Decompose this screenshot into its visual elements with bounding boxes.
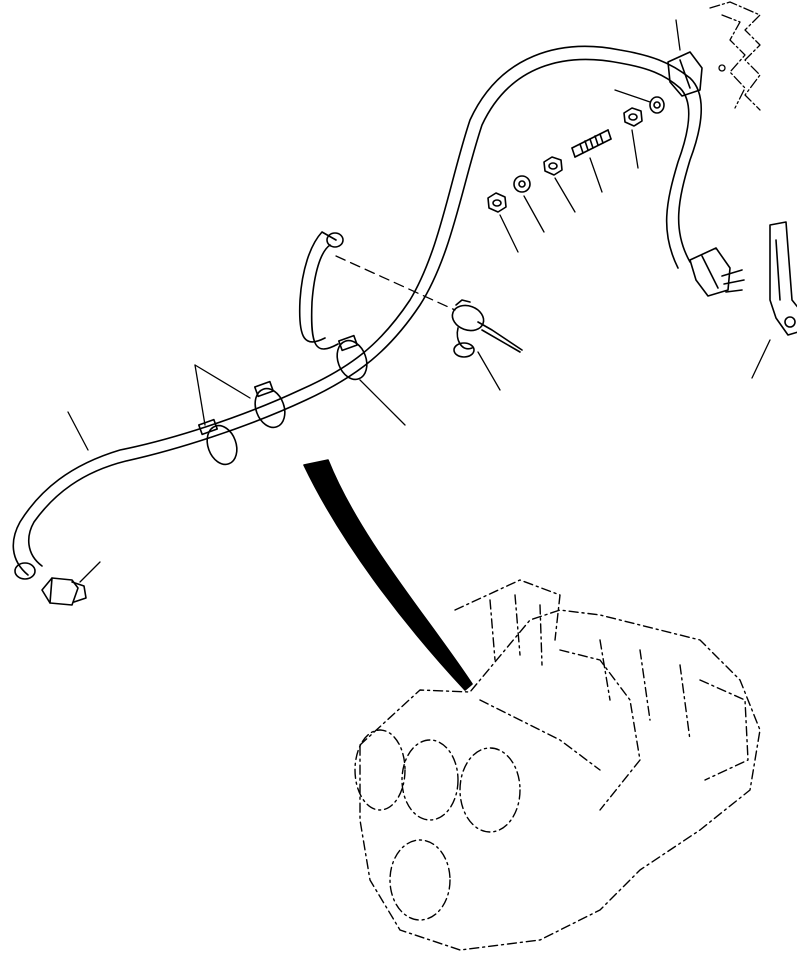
callout-band	[303, 459, 473, 691]
strap-bracket	[769, 221, 797, 336]
connector-plug	[41, 577, 87, 606]
engine-block-phantom	[354, 579, 761, 951]
leader-lines	[67, 19, 771, 583]
heater-hose	[12, 45, 703, 580]
stud	[571, 129, 612, 158]
plug-adapter	[667, 51, 745, 297]
washer	[513, 96, 665, 193]
element-heater	[451, 299, 523, 358]
clip	[197, 334, 368, 466]
panel-phantom	[709, 1, 761, 111]
nut	[487, 107, 643, 213]
